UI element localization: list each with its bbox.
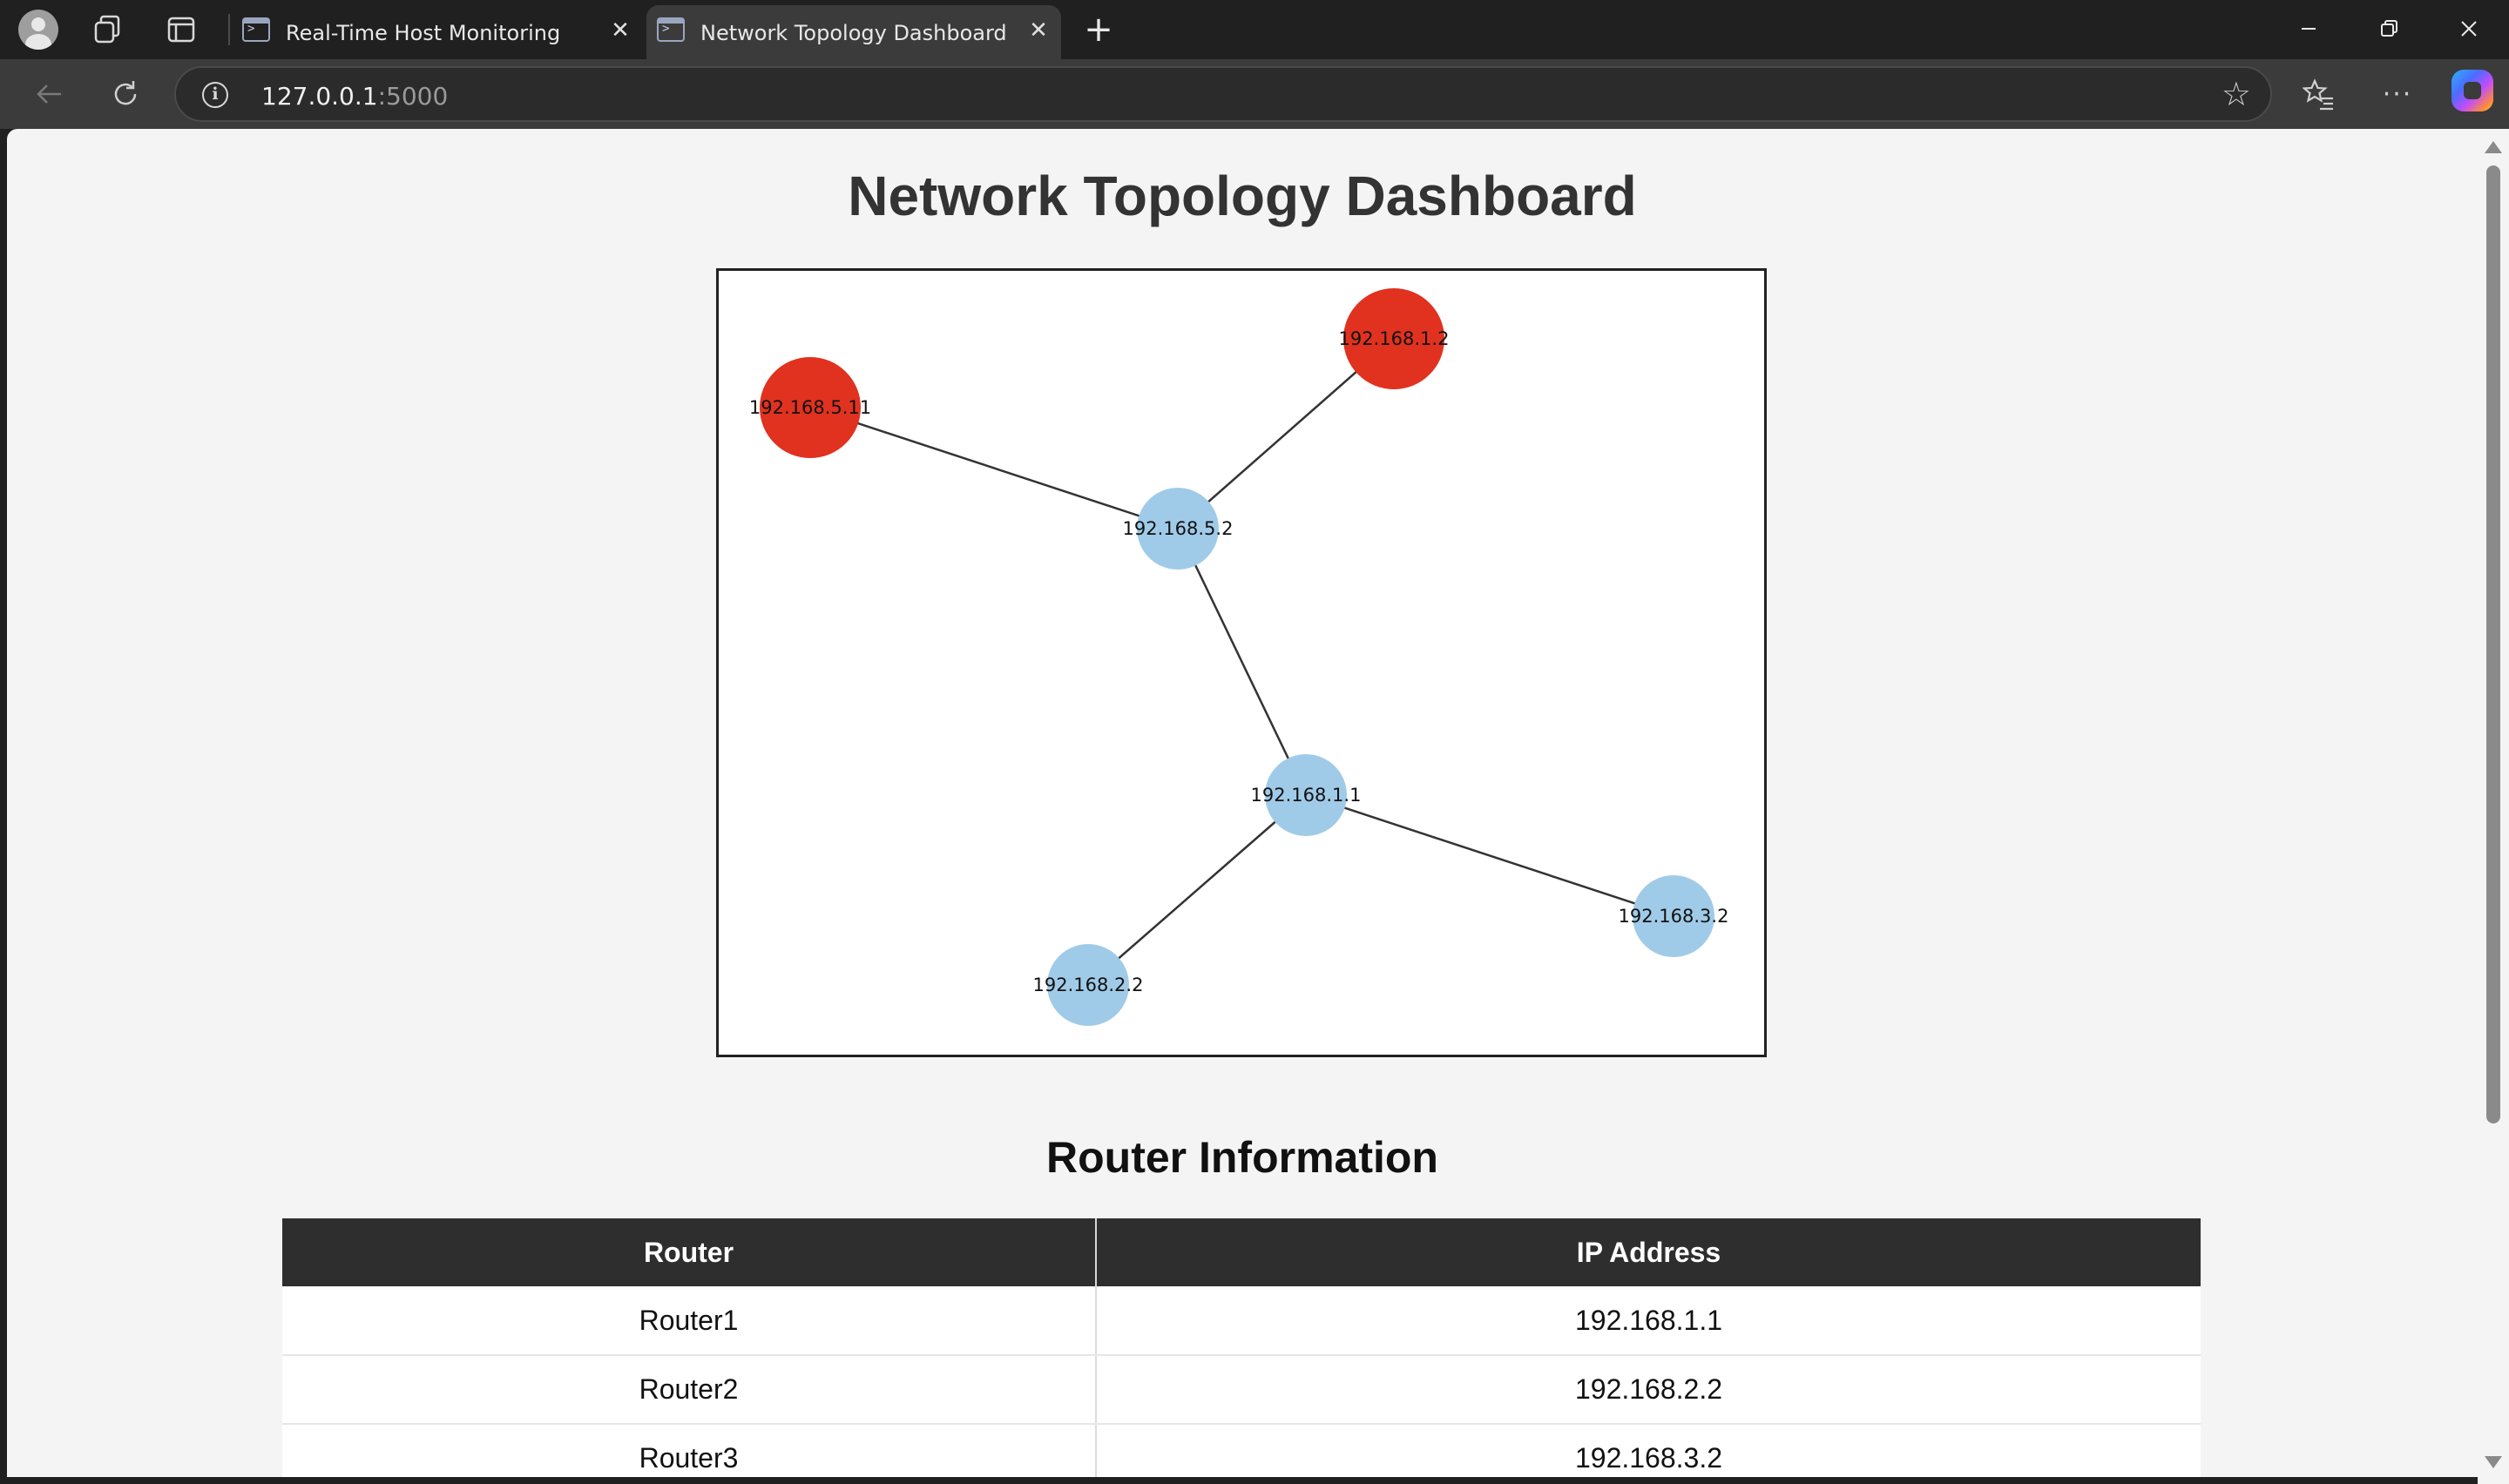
topology-node-host — [1343, 288, 1444, 389]
column-header-ip-address: IP Address — [1096, 1218, 2201, 1286]
more-options-button[interactable]: ··· — [2373, 70, 2422, 118]
topology-node-label: 192.168.3.2 — [1619, 906, 1729, 927]
favorites-list-icon — [2303, 78, 2333, 111]
refresh-button[interactable] — [101, 70, 150, 118]
table-header-row: Router IP Address — [282, 1218, 2201, 1286]
topology-edge — [1087, 794, 1307, 986]
refresh-icon — [114, 81, 137, 105]
topology-graph: 192.168.5.11 192.168.1.2 192.168.5.2 192.16… — [716, 268, 1767, 1057]
topology-node-label: 192.168.1.1 — [1251, 785, 1362, 806]
topology-node-label: 192.168.5.11 — [749, 397, 871, 418]
tab-network-topology-dashboard[interactable]: Network Topology Dashboard ✕ — [646, 5, 1061, 59]
tab-real-time-host-monitoring[interactable]: Real-Time Host Monitoring ✕ — [232, 5, 643, 59]
terminal-icon — [657, 17, 685, 42]
ip-address-cell: 192.168.3.2 — [1096, 1424, 2201, 1477]
topology-edge — [1305, 793, 1674, 918]
router-table: Router IP Address Router1 192.168.1.1 Ro… — [282, 1218, 2201, 1477]
topology-edge — [809, 406, 1179, 530]
topology-node-router — [1633, 875, 1714, 957]
topology-node-label: 192.168.5.2 — [1123, 518, 1234, 539]
router-name-cell: Router1 — [282, 1286, 1097, 1356]
ip-address-cell: 192.168.2.2 — [1096, 1355, 2201, 1425]
table-row: Router1 192.168.1.1 — [282, 1286, 2201, 1356]
topology-node-host — [760, 357, 861, 458]
close-icon[interactable]: ✕ — [1029, 17, 1048, 44]
column-header-router: Router — [282, 1218, 1097, 1286]
scrollbar-thumb[interactable] — [2486, 165, 2500, 1123]
topology-svg: 192.168.5.11 192.168.1.2 192.168.5.2 192.16… — [749, 288, 1729, 1026]
restore-icon — [2381, 20, 2397, 37]
more-icon: ··· — [2382, 78, 2413, 110]
close-window-button[interactable] — [2429, 0, 2509, 57]
browser-toolbar: i 127.0.0.1:5000 ☆ ··· — [0, 59, 2509, 129]
scroll-up-arrow-icon[interactable] — [2485, 141, 2502, 153]
workspaces-icon — [94, 15, 120, 44]
topology-node-router — [1265, 754, 1347, 836]
vertical-scrollbar[interactable] — [2478, 129, 2509, 1484]
page-title: Network Topology Dashboard — [848, 165, 1637, 227]
scroll-down-arrow-icon[interactable] — [2485, 1456, 2502, 1468]
tab-title: Network Topology Dashboard — [700, 21, 1007, 45]
topology-node-router — [1047, 944, 1129, 1026]
topology-node-label: 192.168.2.2 — [1033, 975, 1144, 995]
restore-button[interactable] — [2349, 0, 2429, 57]
workspaces-button[interactable] — [84, 5, 132, 54]
table-row: Router3 192.168.3.2 — [282, 1424, 2201, 1477]
tab-separator — [228, 14, 230, 45]
close-icon[interactable]: ✕ — [611, 17, 630, 44]
table-row: Router2 192.168.2.2 — [282, 1355, 2201, 1425]
copilot-icon[interactable] — [2452, 70, 2493, 111]
info-icon[interactable]: i — [202, 82, 228, 108]
tab-title: Real-Time Host Monitoring — [286, 21, 561, 45]
tab-actions-button[interactable] — [157, 5, 206, 54]
router-name-cell: Router2 — [282, 1355, 1097, 1425]
address-bar[interactable]: i 127.0.0.1:5000 ☆ — [174, 66, 2272, 122]
back-button[interactable] — [24, 70, 73, 118]
section-title: Router Information — [1046, 1133, 1438, 1182]
back-arrow-icon — [37, 84, 61, 104]
url-text: 127.0.0.1:5000 — [261, 82, 449, 111]
minimize-button[interactable] — [2269, 0, 2349, 57]
topology-edge — [1176, 528, 1308, 796]
favorite-star-icon[interactable]: ☆ — [2221, 75, 2251, 113]
topology-node-router — [1137, 488, 1219, 570]
new-tab-button[interactable]: + — [1077, 9, 1120, 52]
minimize-icon — [2302, 28, 2316, 30]
close-icon — [2461, 21, 2477, 37]
router-name-cell: Router3 — [282, 1424, 1097, 1477]
avatar — [18, 10, 58, 50]
topology-node-label: 192.168.1.2 — [1339, 328, 1450, 349]
ip-address-cell: 192.168.1.1 — [1096, 1286, 2201, 1356]
plus-icon: + — [1084, 10, 1113, 50]
vertical-tabs-icon — [167, 17, 195, 43]
tab-strip: Real-Time Host Monitoring ✕ Network Topo… — [0, 0, 2509, 59]
favorites-button[interactable] — [2295, 70, 2343, 118]
profile-button[interactable] — [14, 5, 63, 54]
terminal-icon — [242, 17, 270, 42]
